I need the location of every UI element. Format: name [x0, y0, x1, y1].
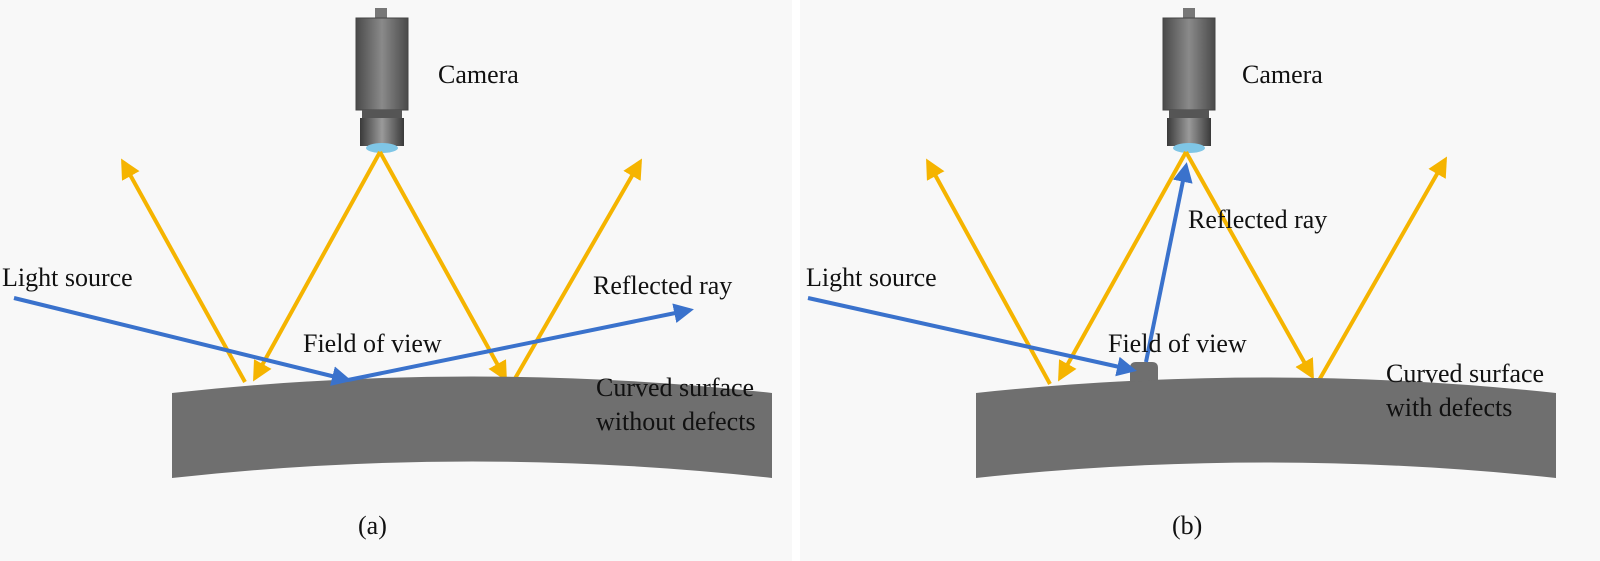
defect-bump-shape — [1130, 362, 1158, 382]
surface-label-line1: Curved surface — [596, 373, 754, 402]
light-ray — [378, 151, 507, 382]
light-ray — [1184, 151, 1314, 380]
blue-rays — [807, 162, 1193, 377]
reflected-ray-label: Reflected ray — [593, 271, 732, 300]
surface-label-line2: with defects — [1386, 393, 1512, 422]
field-of-view-label: Field of view — [303, 329, 442, 358]
light-rays — [121, 151, 642, 383]
incident-ray — [13, 296, 352, 386]
camera-label: Camera — [1242, 60, 1323, 89]
panel-a: Camera Light source Reflected ray Field … — [0, 0, 792, 561]
light-ray — [511, 158, 642, 383]
camera-icon — [1162, 8, 1216, 153]
reflected-ray — [347, 303, 694, 382]
curved-surface-shape — [172, 376, 772, 478]
camera-label: Camera — [438, 60, 519, 89]
light-source-label: Light source — [806, 263, 937, 292]
surface-label-line2: without defects — [596, 407, 756, 436]
light-ray — [1316, 156, 1447, 383]
camera-icon — [355, 8, 409, 153]
light-ray — [1058, 151, 1188, 382]
field-of-view-label: Field of view — [1108, 329, 1247, 358]
incident-ray — [807, 296, 1137, 377]
surface-label-line1: Curved surface — [1386, 359, 1544, 388]
panel-b: Camera Light source Reflected ray Field … — [800, 0, 1600, 561]
light-ray — [121, 158, 247, 383]
light-source-label: Light source — [2, 263, 133, 292]
blue-rays — [13, 296, 694, 386]
reflected-ray — [1144, 162, 1193, 363]
light-ray — [253, 151, 382, 382]
reflected-ray-label: Reflected ray — [1188, 205, 1327, 234]
caption-a: (a) — [358, 511, 387, 540]
caption-b: (b) — [1172, 511, 1202, 540]
curved-surface-shape — [976, 377, 1556, 478]
